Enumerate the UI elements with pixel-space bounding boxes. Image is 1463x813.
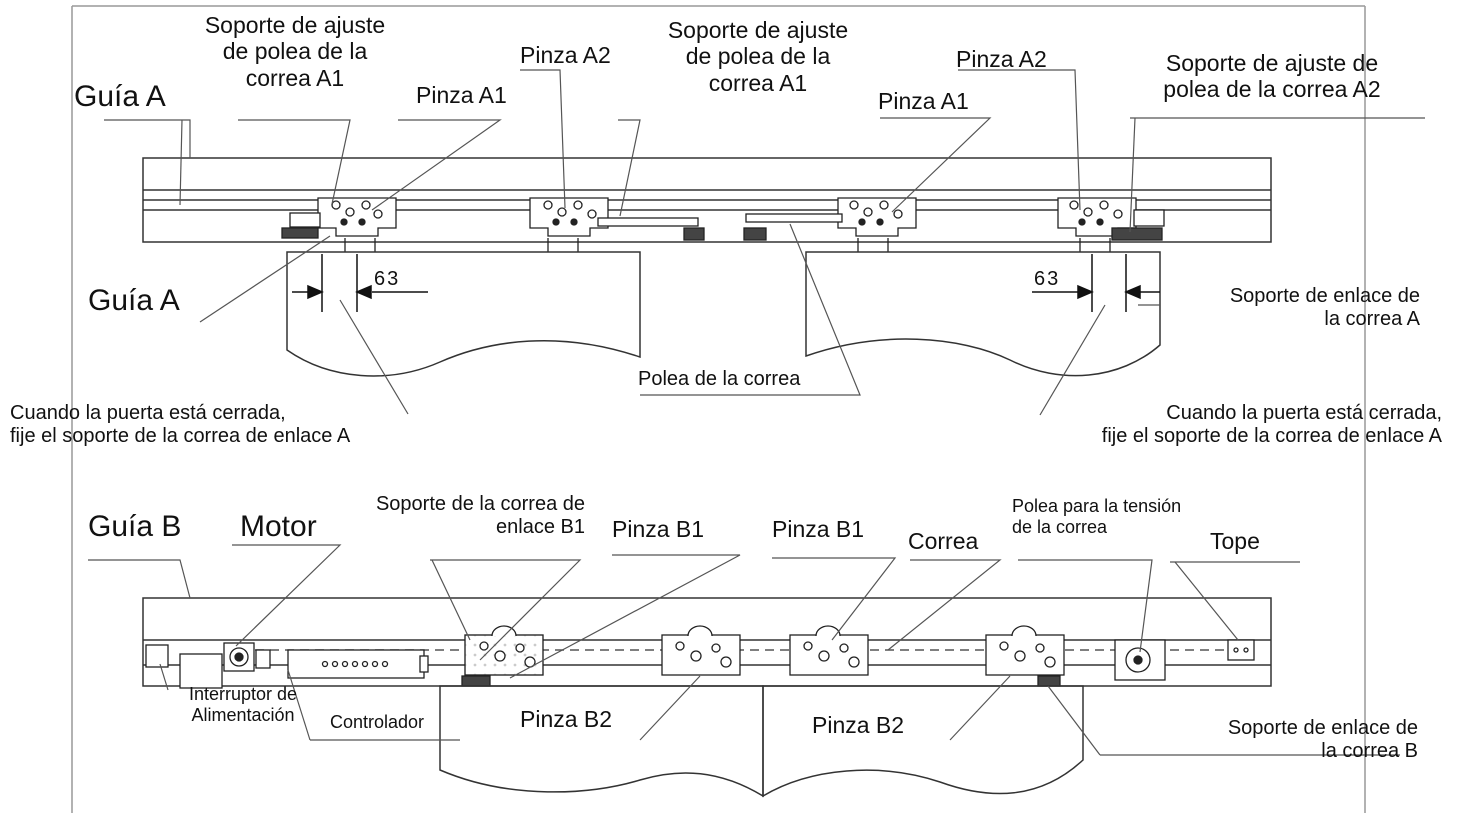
carriage-b-3 [789, 625, 869, 676]
label-cuando-right: Cuando la puerta está cerrada, fije el s… [1101, 402, 1442, 447]
carriage-a-1 [281, 197, 397, 252]
label-pinza-a2-mid: Pinza A2 [520, 42, 611, 68]
label-soporte-ajuste-a1-left: Soporte de ajuste de polea de la correa … [204, 12, 386, 91]
label-tope: Tope [1210, 528, 1260, 554]
label-pinza-b2-right: Pinza B2 [812, 712, 905, 738]
label-soporte-ajuste-a1-mid: Soporte de ajuste de polea de la correa … [667, 17, 849, 96]
label-soporte-ajuste-a2-right: Soporte de ajuste de polea de la correa … [1163, 50, 1381, 103]
carriage-a-4 [1057, 197, 1165, 252]
label-pinza-a1-left: Pinza A1 [416, 82, 507, 108]
label-soporte-enlace-b1: Soporte de la correa de enlace B1 [375, 493, 585, 538]
label-pinza-b1-right: Pinza B1 [772, 516, 865, 542]
carriage-b-1 [461, 625, 544, 687]
label-dimension-left: 63 [374, 268, 401, 290]
dimension-right [1032, 254, 1160, 312]
controller-unit [287, 649, 429, 679]
label-polea-correa: Polea de la correa [638, 368, 801, 390]
carriage-b-2 [661, 625, 741, 676]
label-soporte-enlace-b: Soporte de enlace de la correa B [1227, 717, 1418, 762]
motor-unit [145, 642, 271, 689]
leader-lines-top [104, 69, 1425, 416]
door-leaf-a-right [805, 251, 1161, 377]
drawing-frame [71, 5, 1366, 813]
label-soporte-enlace-a: Soporte de enlace de la correa A [1229, 285, 1420, 330]
label-pinza-b2-left: Pinza B2 [520, 706, 613, 732]
door-leaf-a-left [286, 251, 641, 377]
label-guia-a-left: Guía A [88, 284, 180, 317]
stopper [1227, 639, 1255, 661]
label-correa: Correa [908, 528, 979, 554]
label-interruptor: Interruptor de Alimentación [188, 684, 298, 725]
label-pinza-a2-right: Pinza A2 [956, 46, 1047, 72]
label-pinza-a1-mid: Pinza A1 [878, 88, 969, 114]
door-leaf-b-left [439, 685, 764, 798]
label-dimension-right: 63 [1034, 268, 1061, 290]
dimension-left [292, 254, 428, 312]
label-polea-tension: Polea para la tensión de la correa [1012, 496, 1182, 537]
label-guia-a-top: Guía A [74, 80, 166, 113]
label-guia-b: Guía B [88, 510, 182, 543]
carriage-a-2 [529, 197, 705, 252]
label-pinza-b1-left: Pinza B1 [612, 516, 705, 542]
door-leaf-b-right [762, 685, 1084, 798]
label-controlador: Controlador [330, 712, 425, 732]
leader-lines-bottom [88, 544, 1400, 756]
carriage-a-3 [743, 197, 917, 252]
tension-pulley [1114, 639, 1166, 681]
carriage-b-4 [985, 625, 1065, 687]
label-cuando-left: Cuando la puerta está cerrada, fije el s… [10, 402, 351, 447]
label-motor: Motor [240, 510, 317, 543]
